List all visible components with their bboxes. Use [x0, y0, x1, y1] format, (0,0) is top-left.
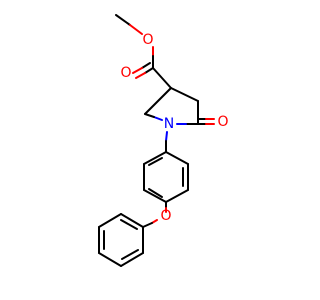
bond-methyl-o: [115, 14, 131, 26]
bond-carbonylc-c3: [152, 67, 172, 89]
bond-n-aryl-blue: [165, 131, 168, 142]
atom-label-ring-carbonyl-oxygen: O: [217, 114, 228, 130]
bond-ar1-1: [165, 151, 189, 165]
bond-ar2-inner-a: [121, 249, 139, 260]
bond-methyl-o-red: [129, 24, 143, 35]
bond-o-ar2: [142, 222, 153, 228]
bond-ester-co-a-red: [135, 72, 146, 79]
bond-ar2-2: [120, 252, 144, 267]
atom-label-ether-oxygen: O: [160, 208, 171, 224]
bond-n-c2-blue: [153, 116, 163, 121]
molecule-drawing: O O O N O: [98, 14, 229, 267]
bond-ar1-inner-c: [148, 157, 163, 166]
bond-ar2-inner-c: [120, 219, 138, 230]
bond-ar2-5: [98, 213, 122, 228]
structure-canvas: O O O N O: [98, 14, 229, 267]
bond-ar1-3: [165, 189, 189, 203]
bond-ester-co-b-red: [132, 67, 143, 74]
bond-ester-co-b: [141, 62, 151, 69]
atom-label-methoxy-oxygen: O: [142, 32, 153, 48]
bond-ester-co-a: [144, 67, 154, 74]
bond-ar1-4: [143, 189, 167, 203]
bond-ar1-6: [143, 151, 167, 165]
bond-c3-c4: [170, 87, 199, 102]
bond-c2-c3: [144, 87, 172, 115]
atom-label-ring-nitrogen: N: [164, 116, 174, 132]
atom-label-ester-carbonyl-oxygen: O: [120, 65, 131, 81]
bond-ar2-3: [98, 252, 122, 267]
bond-ar2-6: [120, 213, 144, 228]
bond-n-c2: [144, 113, 155, 118]
bond-ar1-inner-b: [148, 188, 163, 198]
